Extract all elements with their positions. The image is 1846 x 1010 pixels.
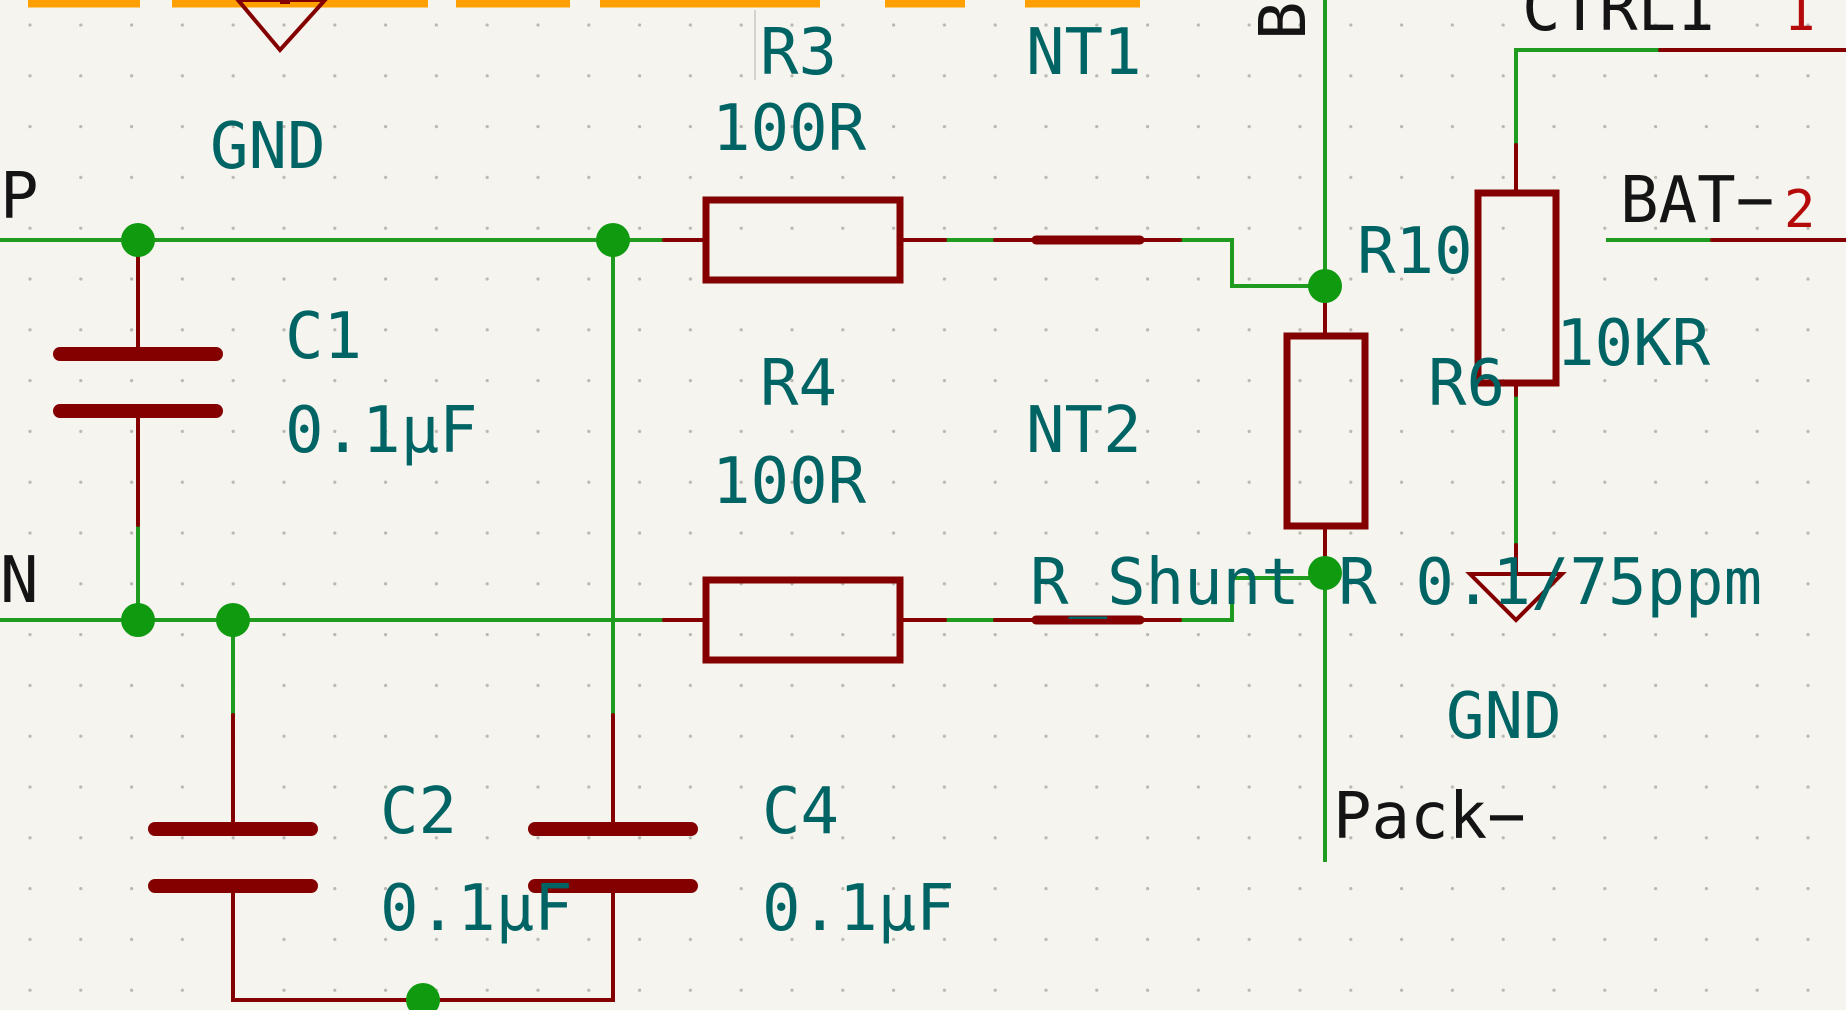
net-label-p: P — [0, 160, 39, 234]
c2-reference: C2 — [380, 775, 457, 849]
resistor-r3[interactable] — [662, 196, 947, 284]
labels: GND R3 100R NT1 C1 0.1µF R4 100R NT2 R10… — [0, 0, 1815, 946]
r10-value: R_Shunt R 0.1/75ppm — [1030, 546, 1762, 620]
gnd-symbol-right[interactable] — [1465, 543, 1567, 623]
r6-reference: R6 — [1428, 347, 1505, 421]
connector-pins[interactable] — [1658, 48, 1846, 242]
r4-reference: R4 — [760, 347, 837, 421]
c4-value: 0.1µF — [762, 872, 955, 946]
net-label-pack-minus: Pack− — [1333, 780, 1526, 854]
nt1-reference: NT1 — [1026, 16, 1142, 90]
net-label-b: B — [1247, 1, 1321, 40]
c1-reference: C1 — [285, 300, 362, 374]
pin-number-ctrl1: 1 — [1784, 0, 1815, 43]
net-label-ctrl1: CTRL1 — [1522, 0, 1715, 46]
gnd-top-label: GND — [210, 110, 326, 184]
net-label-n: N — [0, 544, 39, 618]
c2-value: 0.1µF — [380, 872, 573, 946]
r10-reference: R10 — [1357, 215, 1473, 289]
capacitor-c4[interactable] — [528, 713, 698, 893]
c1-value: 0.1µF — [285, 394, 478, 468]
capacitor-c1[interactable] — [53, 238, 223, 527]
r3-value: 100R — [712, 92, 867, 166]
gnd-symbol-top[interactable] — [235, 0, 328, 54]
gnd-right-label: GND — [1446, 680, 1562, 754]
nt2-reference: NT2 — [1026, 394, 1142, 468]
r4-value: 100R — [712, 445, 867, 519]
c4-reference: C4 — [762, 775, 839, 849]
junctions — [121, 223, 1342, 1010]
r6-value: 10KR — [1556, 307, 1711, 381]
resistor-r4[interactable] — [662, 576, 947, 664]
pin-number-bat: 2 — [1784, 180, 1815, 240]
resistor-r6[interactable] — [1474, 143, 1560, 397]
net-label-bat-minus: BAT− — [1620, 164, 1774, 238]
r3-reference: R3 — [760, 16, 837, 90]
